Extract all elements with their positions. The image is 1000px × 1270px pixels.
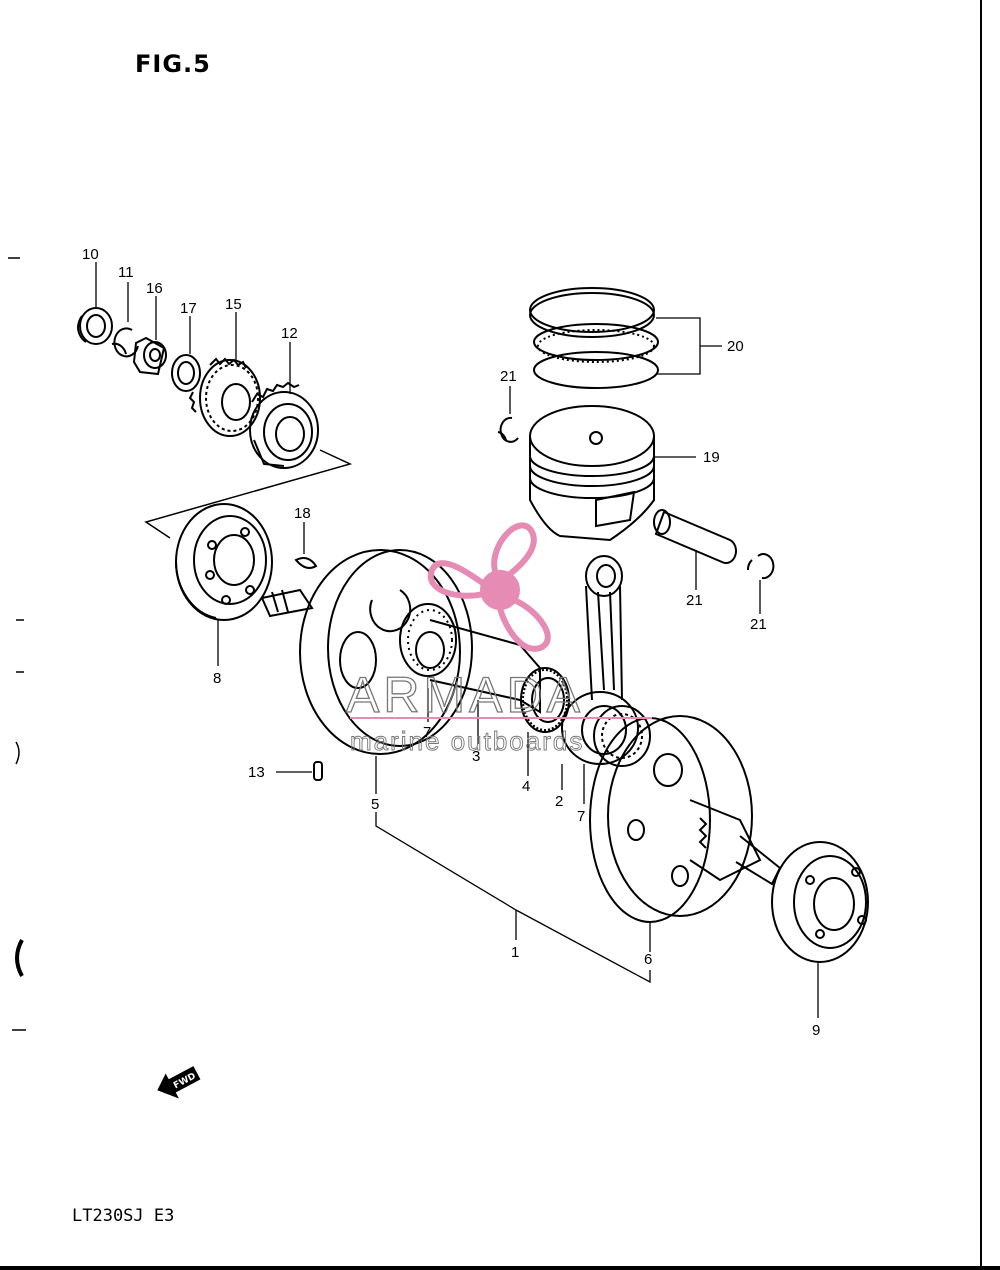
figure-title: FIG.5: [135, 50, 211, 78]
callout-label: 7: [577, 808, 585, 825]
callout-label: 17: [180, 300, 197, 317]
main-bearing-left: [174, 503, 273, 621]
thrust-washer-part: [415, 631, 445, 669]
oil-seal-part: [76, 307, 113, 345]
page-edge-bottom: [0, 1266, 1000, 1270]
group-bracket: [144, 449, 353, 539]
callout-label: 5: [371, 796, 379, 813]
callout-label: 15: [225, 296, 242, 313]
callout-label: 7: [423, 724, 431, 741]
main-bearing-right: [771, 841, 869, 963]
scan-edge-marks: [8, 257, 26, 1031]
dowel-pin-part: [313, 761, 323, 781]
bushing-part: [132, 336, 167, 376]
callout-label: 8: [213, 670, 221, 687]
callout-label: 20: [727, 338, 744, 355]
washer-part: [171, 354, 201, 392]
callout-label: 11: [118, 264, 134, 281]
callout-label: 9: [812, 1022, 820, 1039]
model-code: LT230SJ E3: [72, 1206, 175, 1226]
callout-label: 2: [555, 793, 563, 810]
needle-bearing-part: [520, 667, 570, 733]
callout-label: 10: [82, 246, 99, 263]
key-part: [294, 557, 318, 569]
watermark-tagline: marine outboards: [350, 726, 584, 756]
callout-label: 21: [750, 616, 767, 633]
callout-label: 21: [686, 592, 703, 609]
forward-arrow-icon: FWD: [157, 1066, 201, 1099]
callout-label: 1: [511, 944, 519, 961]
callout-label: 16: [146, 280, 163, 297]
piston-ring-set: [529, 287, 659, 389]
watermark-brand: ARMADA: [346, 667, 584, 723]
leader-lines: [95, 262, 819, 1018]
gear-part: [188, 357, 261, 437]
callout-label: 19: [703, 449, 720, 466]
page-edge-right: [980, 0, 1000, 1270]
callout-label: 13: [248, 764, 265, 781]
propeller-icon: [427, 522, 551, 652]
callout-labels: 10 11 16 17 15 12 20 21 19 18 21 21 8 7 …: [82, 246, 820, 1039]
drive-gear-part: [249, 381, 319, 469]
callout-label: 4: [522, 778, 530, 795]
piston-part: [529, 405, 655, 542]
piston-pin-part: [653, 509, 737, 564]
callout-label: 18: [294, 505, 311, 522]
callout-label: 3: [472, 748, 480, 765]
callout-label: 21: [500, 368, 517, 385]
callout-label: 12: [281, 325, 298, 342]
piston-pin-clip-left: [497, 416, 519, 443]
piston-pin-clip-right: [747, 553, 775, 580]
callout-label: 6: [644, 951, 652, 968]
circlip-part: [111, 327, 139, 358]
armada-watermark: ARMADA marine outboards: [345, 522, 652, 756]
left-crank-wheel: [260, 549, 541, 755]
